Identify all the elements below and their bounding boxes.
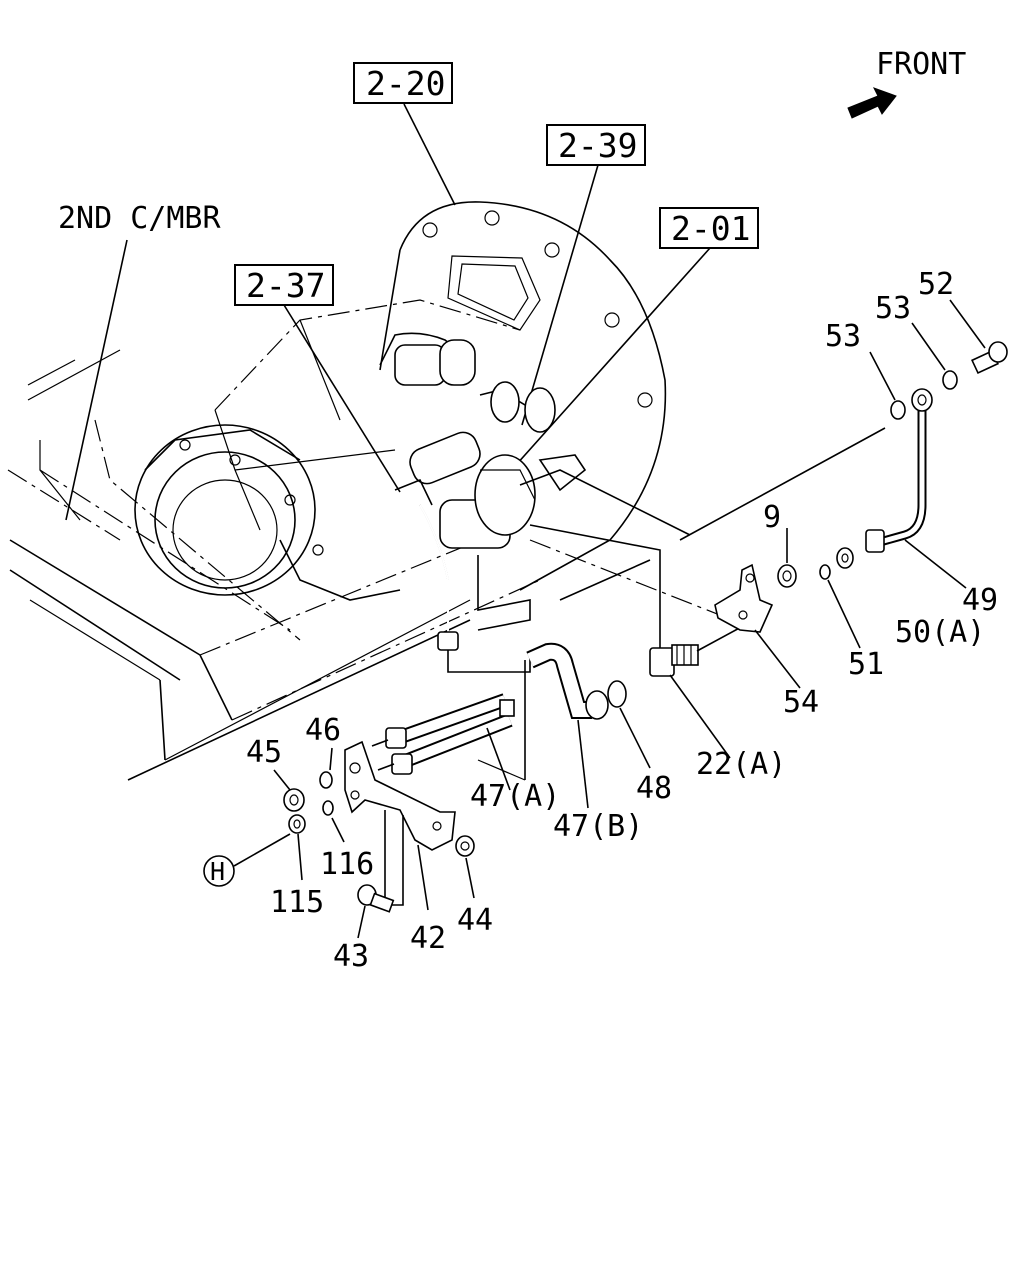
ref-box-2-37[interactable]: 2-37	[234, 264, 334, 306]
callout-116: 116	[320, 847, 374, 882]
callout-50a: 50(A)	[895, 615, 985, 650]
leader-22	[669, 674, 731, 759]
chassis-frame	[7, 349, 541, 781]
ref-box-2-20[interactable]: 2-20	[353, 62, 453, 104]
part-50-nut[interactable]	[836, 547, 854, 569]
leader-2-20	[403, 103, 456, 206]
ref-label-2-37: 2-37	[246, 266, 325, 305]
part-47a-pipes[interactable]	[371, 693, 515, 775]
callout-22a: 22(A)	[696, 747, 786, 782]
leader-46	[329, 747, 333, 771]
part-51-washer[interactable]	[819, 564, 831, 580]
slave-cylinder	[394, 431, 531, 673]
part-46-washer[interactable]	[319, 771, 333, 789]
transmission-body	[214, 299, 556, 531]
leader-42	[417, 844, 429, 911]
leader-49	[904, 539, 967, 589]
callout-44: 44	[457, 903, 493, 938]
leader-43	[357, 905, 366, 939]
front-label: FRONT	[876, 47, 966, 82]
leader-2-39	[521, 164, 599, 426]
part-53-washer-b[interactable]	[942, 370, 958, 390]
callout-42: 42	[410, 921, 446, 956]
leader-53a	[869, 351, 896, 401]
clutch-housing	[379, 201, 667, 591]
leader-54	[754, 629, 801, 689]
part-116-washer[interactable]	[322, 800, 334, 816]
part-47b-pipe[interactable]	[526, 642, 609, 720]
part-42-bracket[interactable]	[344, 740, 456, 906]
pipe-routing	[477, 427, 886, 781]
part-43-bolt[interactable]	[357, 884, 395, 913]
callout-115: 115	[270, 885, 324, 920]
part-52-bolt[interactable]	[971, 341, 1008, 375]
callout-47a: 47(A)	[470, 779, 560, 814]
leader-45	[273, 769, 291, 791]
part-54-bracket[interactable]	[714, 563, 774, 633]
callout-43: 43	[333, 939, 369, 974]
leader-h	[233, 833, 291, 867]
clutch-booster	[439, 454, 691, 549]
ref-label-2-39: 2-39	[558, 126, 637, 165]
ref-box-2-39[interactable]: 2-39	[546, 124, 646, 166]
part-49-pipe[interactable]	[865, 388, 933, 553]
member-leader-line	[65, 239, 128, 521]
leader-2-37	[283, 304, 401, 493]
leader-48	[619, 707, 651, 769]
callout-45: 45	[246, 735, 282, 770]
part-48-oring[interactable]	[607, 680, 627, 708]
leader-115	[297, 833, 303, 881]
part-44-nut[interactable]	[455, 835, 475, 857]
leader-116	[331, 817, 345, 843]
callout-47b: 47(B)	[553, 809, 643, 844]
h-marker-icon: H	[203, 855, 235, 887]
callout-53-lower: 53	[825, 319, 861, 354]
ref-label-2-01: 2-01	[671, 209, 750, 248]
callout-48: 48	[636, 771, 672, 806]
leader-47a	[486, 727, 511, 791]
part-22-tee[interactable]	[649, 624, 746, 677]
part-53-washer-a[interactable]	[890, 400, 906, 420]
member-label: 2ND C/MBR	[58, 201, 221, 236]
leader-52	[949, 299, 986, 349]
callout-9: 9	[763, 500, 781, 535]
leader-51	[827, 579, 861, 649]
front-arrow-icon	[847, 87, 897, 119]
part-115-nut[interactable]	[288, 814, 306, 834]
callout-54: 54	[783, 685, 819, 720]
leader-44	[465, 857, 475, 899]
callout-49: 49	[962, 583, 998, 618]
callout-46: 46	[305, 713, 341, 748]
callout-53-upper: 53	[875, 291, 911, 326]
callout-52: 52	[918, 267, 954, 302]
part-45-nut[interactable]	[283, 788, 305, 812]
leader-47b	[577, 719, 589, 809]
part-9-nut[interactable]	[777, 564, 797, 588]
ref-label-2-20: 2-20	[366, 64, 445, 103]
rear-housing	[134, 424, 401, 601]
callout-51: 51	[848, 647, 884, 682]
leader-53b	[911, 322, 946, 371]
h-marker-label: H	[210, 857, 225, 886]
ref-box-2-01[interactable]: 2-01	[659, 207, 759, 249]
